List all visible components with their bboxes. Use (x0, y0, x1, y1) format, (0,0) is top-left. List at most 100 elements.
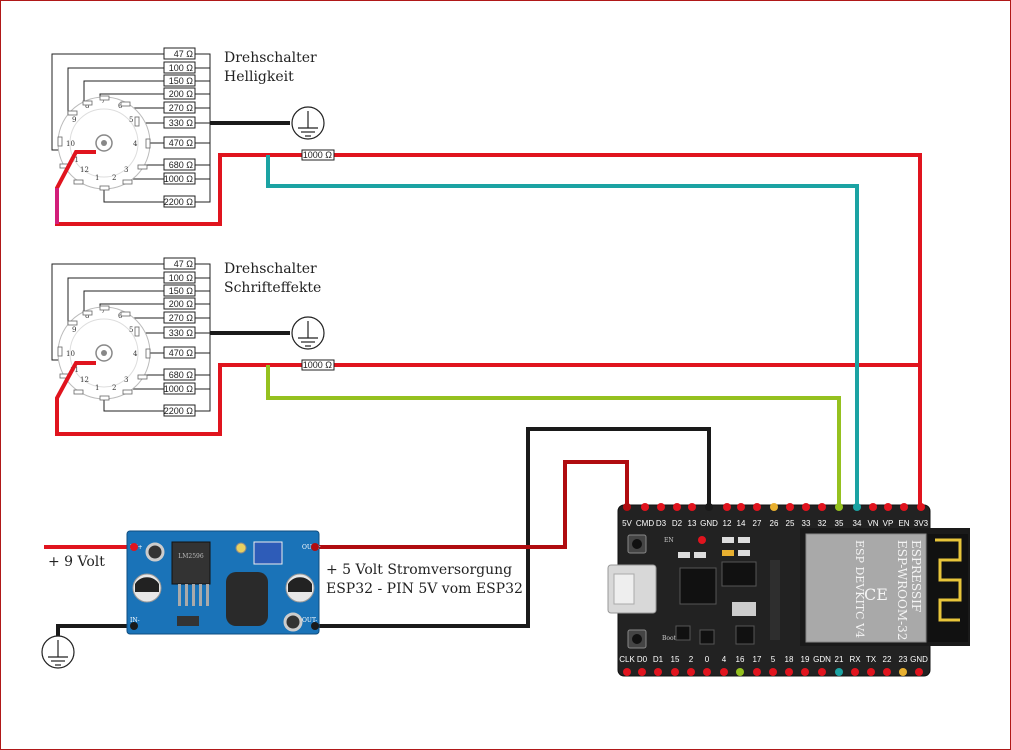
svg-text:8: 8 (85, 312, 89, 320)
output-label-line2: ESP32 - PIN 5V vom ESP32 (326, 581, 523, 597)
pin-21: 21 (835, 655, 844, 664)
resistor-label: 100 Ω (169, 273, 194, 283)
wire-teal-signal (266, 155, 859, 505)
svg-text:9: 9 (72, 326, 76, 334)
resistor-label: 270 Ω (169, 313, 194, 323)
pin-15: 15 (671, 655, 680, 664)
ground-symbol-2 (210, 316, 325, 350)
esp32-board: EN Boot ESPRESSIF ESP-WROOM-32 ESP DEVKI… (607, 504, 970, 677)
svg-text:3: 3 (124, 166, 128, 174)
ce-mark-icon: CE (864, 585, 888, 604)
svg-text:4: 4 (133, 140, 138, 148)
pin-gnd-bottom: GND (910, 655, 928, 664)
pin-clk: CLK (619, 655, 635, 664)
resistor-label: 680 Ω (169, 160, 194, 170)
resistor-label: 270 Ω (169, 103, 194, 113)
svg-text:5: 5 (129, 116, 133, 124)
svg-text:10: 10 (66, 350, 75, 358)
pin-5v: 5V (622, 519, 632, 528)
series-resistor-label: 1000 Ω (303, 360, 333, 370)
svg-text:12: 12 (80, 376, 89, 384)
pin-en: EN (898, 519, 909, 528)
module-brand: ESPRESSIF (909, 540, 923, 612)
wires (44, 150, 922, 636)
potentiometer-icon (253, 541, 283, 565)
wire-darkred-5v (318, 460, 629, 549)
svg-text:11: 11 (70, 156, 79, 164)
wire-black-gnd (318, 427, 711, 628)
pin-27: 27 (753, 519, 762, 528)
series-resistor-1 (301, 149, 335, 161)
resistor-label: 150 Ω (169, 76, 194, 86)
pin-32: 32 (818, 519, 827, 528)
svg-text:9: 9 (72, 116, 76, 124)
pin-d3: D3 (656, 519, 667, 528)
resistor-label: 200 Ω (169, 299, 194, 309)
resistor-label: 1000 Ω (164, 174, 194, 184)
resistor-label: 330 Ω (169, 118, 194, 128)
switch-title-line2: Helligkeit (224, 69, 294, 85)
resistor-label: 2200 Ω (164, 197, 194, 207)
pin-cmd: CMD (636, 519, 654, 528)
svg-text:10: 10 (66, 140, 75, 148)
resistor-label: 100 Ω (169, 63, 194, 73)
boot-button-label: Boot (662, 635, 677, 642)
pin-rx: RX (849, 655, 861, 664)
module-name: ESP-WROOM-32 (895, 540, 909, 640)
resistor-ladder-2: 47 Ω 100 Ω 150 Ω 200 Ω 270 Ω 330 Ω 470 Ω… (163, 257, 196, 417)
pin-d2: D2 (672, 519, 683, 528)
svg-text:1: 1 (95, 384, 99, 392)
wroom-module (805, 533, 927, 643)
resistor-label: 470 Ω (169, 138, 194, 148)
wire-red-switch2 (55, 361, 920, 436)
svg-text:4: 4 (133, 350, 138, 358)
resistor-label: 1000 Ω (164, 384, 194, 394)
pin-d0: D0 (637, 655, 648, 664)
ground-symbol-input (41, 635, 75, 669)
pin-label-out-minus: OUT- (302, 617, 317, 624)
resistor-label: 2200 Ω (164, 406, 194, 416)
resistor-label: 330 Ω (169, 328, 194, 338)
input-voltage-label: + 9 Volt (48, 554, 105, 570)
pin-12: 12 (723, 519, 732, 528)
pin-3v3: 3V3 (914, 519, 929, 528)
pin-d1: D1 (653, 655, 664, 664)
pin-13: 13 (688, 519, 697, 528)
svg-text:8: 8 (85, 102, 89, 110)
pin-4: 4 (722, 655, 727, 664)
svg-text:7: 7 (101, 97, 105, 105)
pin-14: 14 (737, 519, 746, 528)
pin-19: 19 (801, 655, 810, 664)
resistor-label: 150 Ω (169, 286, 194, 296)
resistor-label: 47 Ω (174, 49, 194, 59)
esp32-bottom-pins: CLK D0 D1 15 2 0 4 16 17 5 18 19 GDN 21 … (619, 655, 928, 664)
pin-33: 33 (802, 519, 811, 528)
ground-symbol-1 (210, 106, 325, 140)
wire-input-gnd (56, 624, 134, 636)
pin-vp: VP (883, 519, 894, 528)
pin-16: 16 (736, 655, 745, 664)
inductor-icon (226, 572, 268, 626)
svg-text:5: 5 (129, 326, 133, 334)
series-resistor-2 (301, 359, 335, 371)
antenna-icon (935, 538, 962, 622)
resistor-label: 680 Ω (169, 370, 194, 380)
pin-23: 23 (899, 655, 908, 664)
pin-label-in-minus: IN- (130, 617, 140, 624)
wire-red-switch1 (55, 150, 922, 505)
pin-25: 25 (786, 519, 795, 528)
regulator-chip (171, 541, 211, 585)
usb-uart-chip (679, 567, 717, 605)
svg-text:12: 12 (80, 166, 89, 174)
pin-34: 34 (853, 519, 862, 528)
output-label-line1: + 5 Volt Stromversorgung (326, 562, 512, 578)
resistor-label: 200 Ω (169, 89, 194, 99)
buck-converter-module: LM2596 IN+ IN- OUT+ OUT- (126, 530, 321, 635)
series-resistor-label: 1000 Ω (303, 150, 333, 160)
svg-text:7: 7 (101, 307, 105, 315)
pin-17: 17 (753, 655, 762, 664)
svg-text:1: 1 (95, 174, 99, 182)
